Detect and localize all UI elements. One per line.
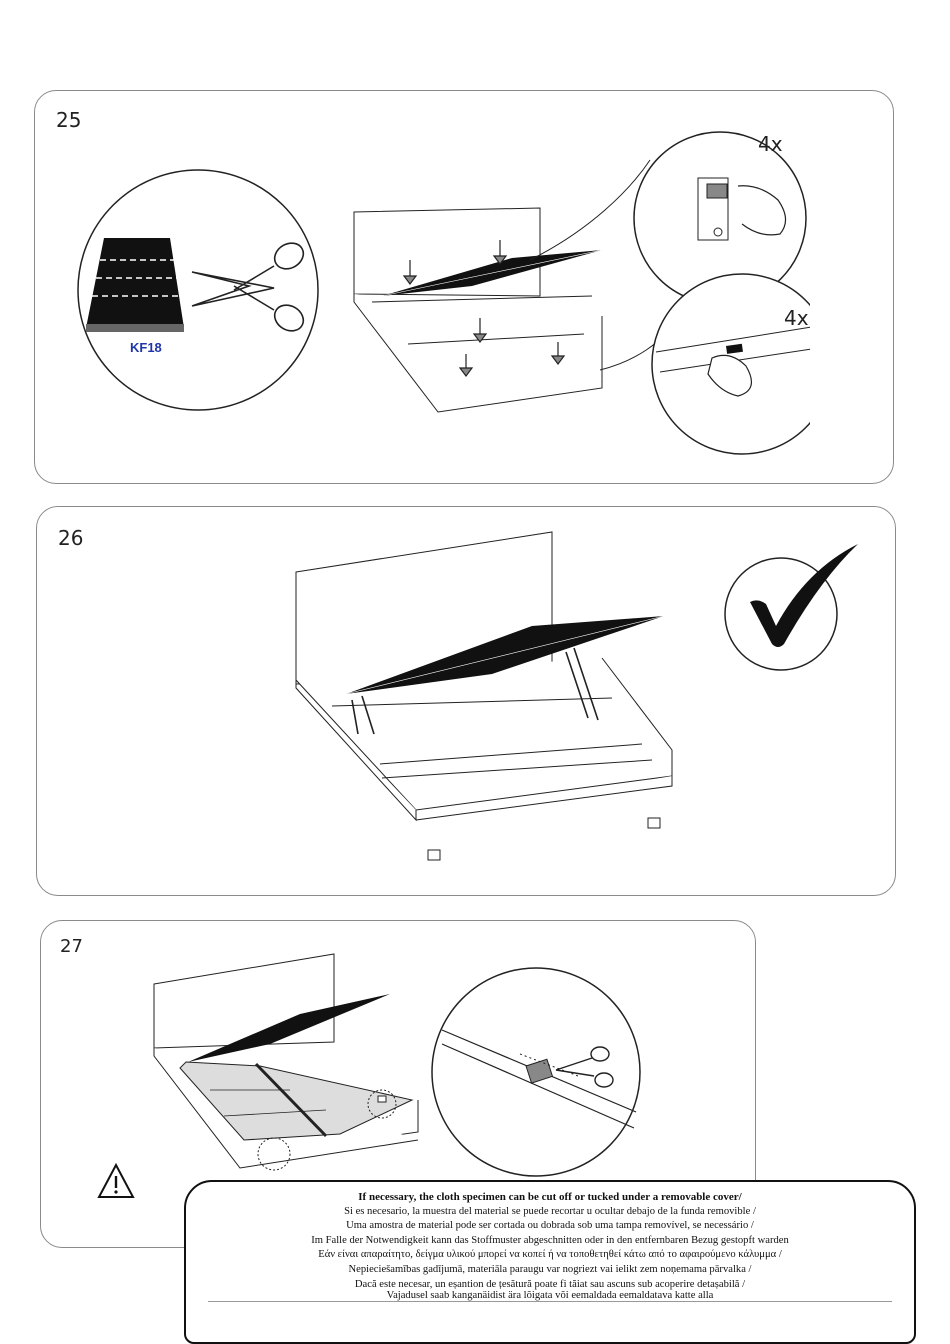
notice-line-pt: Uma amostra de material pode ser cortada… <box>346 1220 754 1232</box>
warning-icon <box>97 1162 135 1198</box>
fabric-specimen-zoom <box>431 967 641 1177</box>
quantity-label: 4x <box>784 306 809 330</box>
zoom-detail-bracket <box>529 131 810 455</box>
notice-line-ro: Dacă este necesar, un eșantion de țesătu… <box>354 1278 746 1290</box>
step-number: 25 <box>56 108 82 132</box>
step-number: 26 <box>58 526 84 550</box>
notice-line-es: Si es necesario, la muestra del material… <box>344 1205 756 1217</box>
checkmark-icon <box>724 544 858 671</box>
notice-line-de: Im Falle der Notwendigkeit kann das Stof… <box>311 1234 789 1246</box>
multilingual-notice: If necessary, the cloth specimen can be … <box>184 1180 916 1344</box>
divider <box>208 1301 892 1302</box>
quantity-label: 4x <box>758 132 783 156</box>
scissors-icon <box>555 1046 614 1088</box>
bed-lift-storage-drawing <box>353 207 603 413</box>
scissors-icon <box>191 242 305 332</box>
fabric-cut-detail <box>77 169 319 411</box>
fabric-code-label: KF18 <box>130 340 162 355</box>
bed-open-drawing <box>295 531 673 861</box>
step-number: 27 <box>60 936 83 957</box>
notice-line-el: Εάν είναι απαραίτητο, δείγμα υλικού μπορ… <box>318 1249 782 1261</box>
notice-line-et: Vajadusel saab kanganäidist ära lõigata … <box>386 1290 714 1301</box>
notice-line-lv: Nepieciešamības gadījumā, materiāla para… <box>348 1263 752 1275</box>
notice-line-en: If necessary, the cloth specimen can be … <box>358 1191 742 1203</box>
bed-fabric-location-drawing <box>153 953 419 1171</box>
